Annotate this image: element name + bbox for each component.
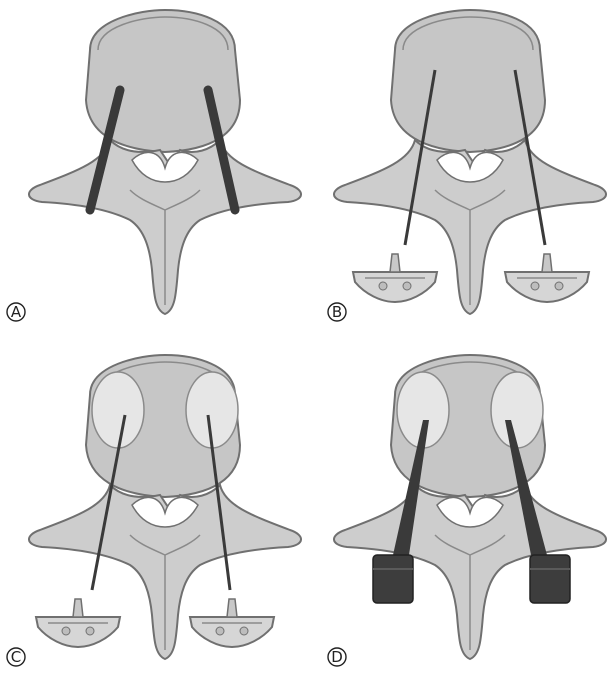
cavity-right bbox=[491, 372, 543, 448]
panel-d: D bbox=[328, 355, 606, 666]
screw-head-left bbox=[373, 555, 413, 603]
panel-c-label: C bbox=[11, 648, 21, 666]
panel-a-label: A bbox=[11, 303, 22, 321]
panel-c: C bbox=[7, 355, 301, 666]
panel-a: A bbox=[7, 10, 301, 321]
panel-b-label: B bbox=[332, 303, 342, 321]
panel-d-label: D bbox=[331, 648, 343, 666]
screw-head-right bbox=[530, 555, 570, 603]
cavity-left bbox=[92, 372, 144, 448]
panel-b: B bbox=[328, 10, 606, 321]
